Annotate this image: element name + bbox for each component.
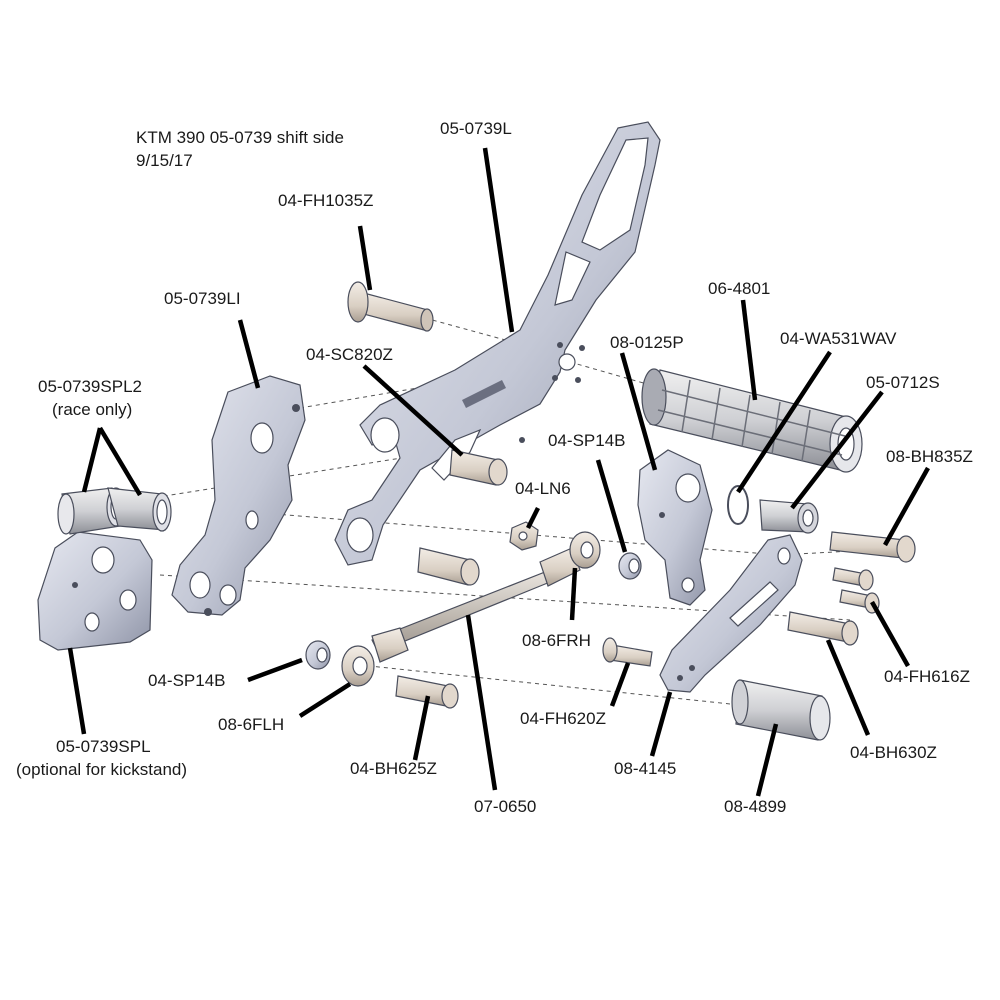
label-04-BH625Z: 04-BH625Z <box>350 759 437 778</box>
label-04-FH616Z: 04-FH616Z <box>884 667 970 686</box>
lever-mount-part <box>334 121 661 566</box>
label-08-BH835Z: 08-BH835Z <box>886 447 973 466</box>
sp14b-lower-part <box>305 640 331 670</box>
linkage-rod-part <box>371 547 581 663</box>
label-04-SP14B-lower: 04-SP14B <box>148 671 226 690</box>
label-optional-kickstand: (optional for kickstand) <box>16 760 187 779</box>
label-04-LN6: 04-LN6 <box>515 479 571 498</box>
kickstand-spacer-part <box>37 531 153 651</box>
label-08-4899: 08-4899 <box>724 797 786 816</box>
fh1035-screw-part <box>347 281 434 332</box>
sc820-screw-part <box>449 449 508 486</box>
wave-washer-part <box>727 485 749 525</box>
inner-plate-part <box>171 375 306 616</box>
shift-lever-part <box>659 534 803 693</box>
diagram-title: KTM 390 05-0739 shift side <box>136 128 344 147</box>
leader-lines <box>67 147 930 797</box>
label-race-only: (race only) <box>52 400 132 419</box>
race-spacers-part <box>57 487 172 535</box>
label-04-FH620Z: 04-FH620Z <box>520 709 606 728</box>
pivot-0125-part <box>637 449 713 606</box>
middle-screw-part <box>417 547 480 586</box>
label-05-0739SPL: 05-0739SPL <box>56 737 151 756</box>
label-05-0712S: 05-0712S <box>866 373 940 392</box>
label-08-6FRH: 08-6FRH <box>522 631 591 650</box>
fh620-screw-part <box>602 637 653 667</box>
rod-end-flh-part <box>341 645 375 687</box>
label-05-0739L: 05-0739L <box>440 119 512 138</box>
label-08-0125P: 08-0125P <box>610 333 684 352</box>
rod-end-frh-part <box>569 531 601 569</box>
diagram-date: 9/15/17 <box>136 151 193 170</box>
spacer-0712-part <box>759 499 819 534</box>
label-04-FH1035Z: 04-FH1035Z <box>278 191 373 210</box>
label-08-4145: 08-4145 <box>614 759 676 778</box>
label-06-4801: 06-4801 <box>708 279 770 298</box>
bh835-bolt-part <box>829 531 916 563</box>
sp14b-upper-part <box>618 552 642 580</box>
label-04-BH630Z: 04-BH630Z <box>850 743 937 762</box>
label-04-WA531WAV: 04-WA531WAV <box>780 329 897 348</box>
label-08-6FLH: 08-6FLH <box>218 715 284 734</box>
label-04-SP14B-upper: 04-SP14B <box>548 431 626 450</box>
bh630-bolt-part <box>787 611 859 646</box>
lock-nut-part <box>509 521 539 551</box>
bh625-bolt-part <box>395 675 459 709</box>
peg-sleeve-part <box>731 679 831 741</box>
label-05-0739SPL2: 05-0739SPL2 <box>38 377 142 396</box>
label-04-SC820Z: 04-SC820Z <box>306 345 393 364</box>
label-07-0650: 07-0650 <box>474 797 536 816</box>
label-05-0739LI: 05-0739LI <box>164 289 241 308</box>
